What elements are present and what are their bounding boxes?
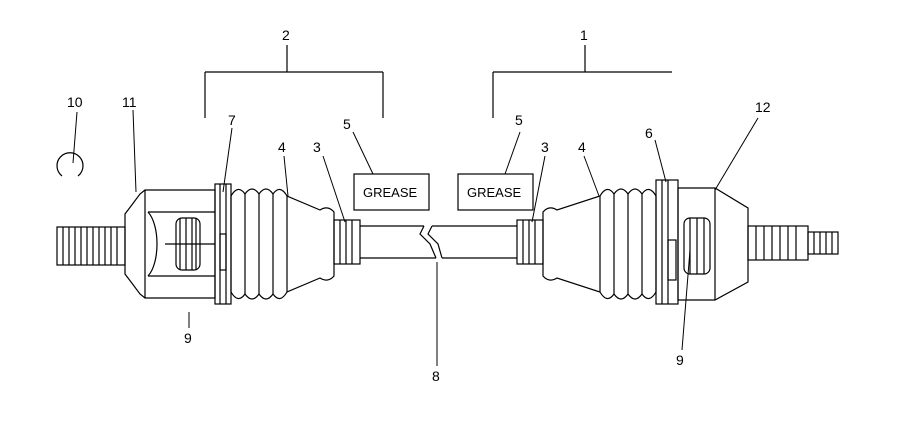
callout-4-right: 4 xyxy=(578,139,586,155)
callout-9-right: 9 xyxy=(676,352,684,368)
callout-5-right: 5 xyxy=(515,112,523,128)
callout-3-left: 3 xyxy=(313,139,321,155)
left-boot xyxy=(230,188,335,300)
left-spline-stub xyxy=(56,226,126,266)
outer-cv-joint xyxy=(677,187,749,301)
inner-cv-joint xyxy=(124,189,216,299)
bracket-2 xyxy=(204,45,384,118)
callout-6: 6 xyxy=(645,125,653,141)
bracket-1 xyxy=(492,45,672,118)
callout-12: 12 xyxy=(755,99,771,115)
right-spline-stub xyxy=(747,225,839,261)
left-small-clamp xyxy=(333,219,361,265)
callout-8: 8 xyxy=(432,368,440,384)
callout-5-left: 5 xyxy=(343,116,351,132)
callout-2: 2 xyxy=(282,27,290,43)
callout-10: 10 xyxy=(67,94,83,110)
callout-4-left: 4 xyxy=(278,139,286,155)
callout-11: 11 xyxy=(122,94,137,110)
shaft xyxy=(360,225,517,259)
grease-box-right xyxy=(457,173,534,211)
callout-1: 1 xyxy=(580,27,588,43)
callout-9-left: 9 xyxy=(184,330,192,346)
right-boot-clamp xyxy=(655,179,679,305)
grease-label-right: GREASE xyxy=(467,185,522,200)
left-boot-clamp xyxy=(214,183,232,305)
grease-box-left xyxy=(353,173,430,211)
leader-lines xyxy=(72,109,759,366)
callout-3-right: 3 xyxy=(541,139,549,155)
circlip xyxy=(56,152,84,177)
right-small-clamp xyxy=(516,219,544,265)
callout-7: 7 xyxy=(228,112,236,128)
grease-label-left: GREASE xyxy=(363,185,418,200)
